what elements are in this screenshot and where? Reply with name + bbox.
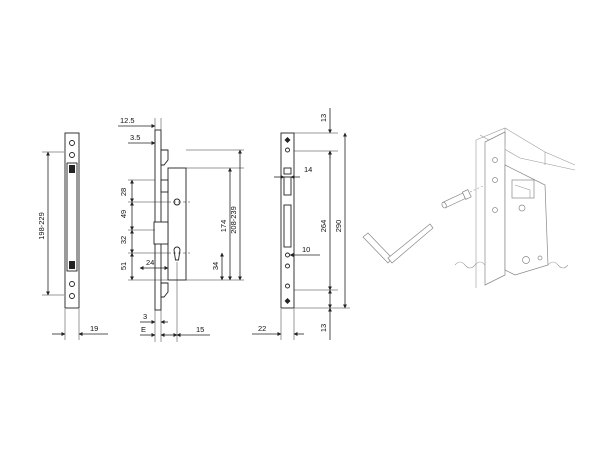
dim-24: 24 [146, 258, 154, 267]
latch-lower [160, 282, 169, 298]
screw-hole-icon [69, 140, 75, 146]
screw-icon [284, 298, 291, 304]
dim-front-offset: 3.5 [130, 133, 140, 142]
lock-body-view: 12.5 3.5 28 49 32 51 24 34 174 208-239 [118, 116, 244, 342]
sketch-screw-icon [492, 157, 498, 163]
screw-hole-icon [285, 147, 290, 153]
strike-tab-bottom [69, 261, 75, 269]
dim-plate-height: 290 [334, 220, 343, 233]
faceplate-front-view: 13 14 10 264 290 13 22 [252, 108, 350, 340]
cylinder-hole-icon [173, 246, 181, 261]
strike-tab-top [69, 165, 75, 173]
dim-10: 10 [302, 245, 310, 254]
dim-backset: E [141, 325, 146, 334]
sketch-latch-box [511, 179, 535, 199]
bolt-window [283, 204, 292, 248]
sketch-cylinder-icon [522, 256, 530, 264]
dim-strike-height: 198-229 [37, 212, 46, 240]
strike-plate-view: 198-229 19 [37, 132, 108, 340]
dim-bottom-margin: 13 [319, 324, 328, 332]
sketch-allen-key-icon [362, 232, 393, 264]
sketch-screw-icon [492, 207, 498, 213]
strike-slot [66, 162, 78, 272]
dim-3: 3 [143, 312, 147, 321]
latch-window-top [283, 167, 292, 175]
dim-264: 264 [319, 220, 328, 233]
screw-hole-icon [285, 283, 290, 289]
screw-hole-icon [285, 252, 290, 258]
screw-hole-icon [69, 152, 75, 158]
dim-plate-width: 22 [258, 324, 266, 333]
dim-174: 174 [219, 220, 228, 233]
dim-51: 51 [119, 262, 128, 270]
installation-sketch [362, 127, 576, 288]
sketch-allen-key-arm [387, 223, 434, 264]
dim-14: 14 [304, 165, 312, 174]
dim-32: 32 [119, 236, 128, 244]
sketch-spindle-icon [518, 204, 526, 212]
latch-mid [160, 179, 169, 193]
latch-upper [160, 149, 169, 166]
dim-top-margin: 13 [319, 114, 328, 122]
sketch-pin [441, 189, 472, 209]
screw-hole-icon [69, 281, 75, 287]
deadbolt [153, 221, 169, 245]
dim-34: 34 [211, 262, 220, 270]
dim-case-height: 208-239 [229, 206, 238, 234]
latch-window [283, 176, 292, 196]
dim-28: 28 [119, 188, 128, 196]
dim-top-offset: 12.5 [120, 116, 135, 125]
dim-15: 15 [196, 325, 204, 334]
dim-strike-width: 19 [90, 324, 98, 333]
screw-icon [284, 137, 291, 143]
sketch-screw-icon [492, 177, 498, 183]
dim-49: 49 [119, 210, 128, 218]
sketch-screw-icon [537, 255, 543, 261]
screw-hole-icon [69, 293, 75, 299]
screw-hole-icon [285, 263, 290, 269]
faceplate [154, 129, 162, 311]
